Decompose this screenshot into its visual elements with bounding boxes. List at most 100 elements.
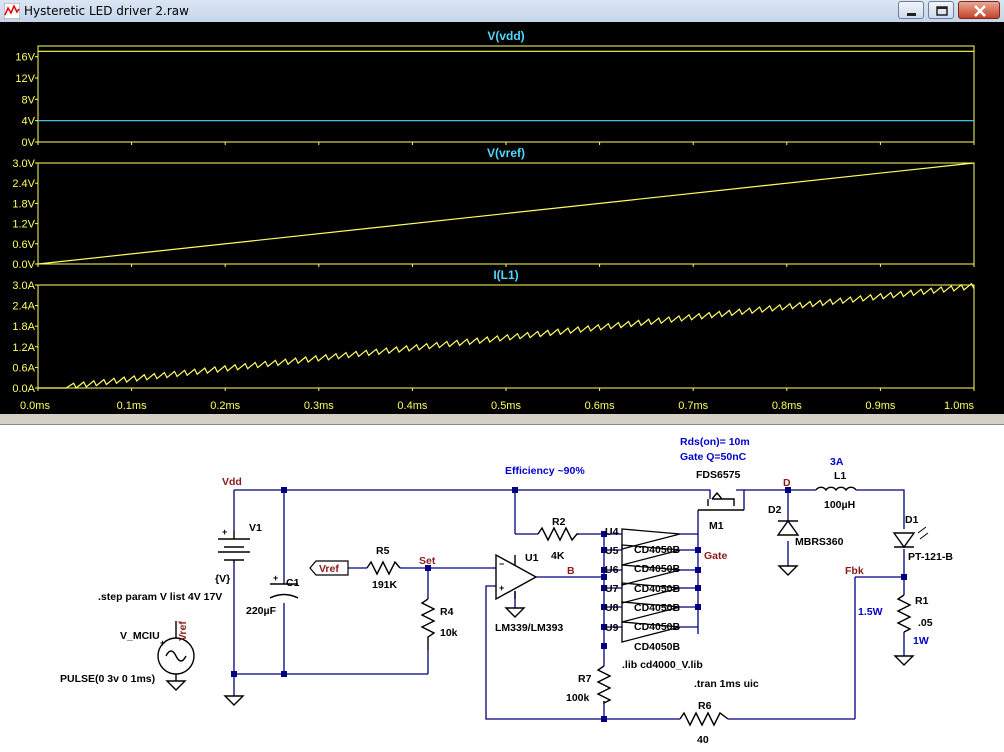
tran-directive: .tran 1ms uic xyxy=(694,678,759,690)
u5-ref: U5 xyxy=(605,545,619,557)
x-tick-label: 0.4ms xyxy=(397,400,427,412)
net-label-vdd: Vdd xyxy=(222,476,242,488)
vmciu-ref: V_MCIU xyxy=(120,630,160,642)
waveform-app-icon xyxy=(4,3,20,19)
polarity-plus: + xyxy=(499,583,504,593)
u4-ref: U4 xyxy=(605,526,619,538)
u6-ref: U6 xyxy=(605,564,619,576)
waveform-plot[interactable]: V(vdd)16V12V8V4V0VV(vref)3.0V2.4V1.8V1.2… xyxy=(0,22,1004,414)
buffer-label: CD4050B xyxy=(634,641,681,653)
junction-dots xyxy=(231,487,907,722)
x-tick-label: 0.3ms xyxy=(304,400,334,412)
resistor-r6-symbol[interactable] xyxy=(679,711,729,727)
r5-value: 191K xyxy=(372,579,398,591)
maximize-button[interactable] xyxy=(928,1,954,19)
pulse-source-symbol[interactable] xyxy=(157,621,195,681)
comparator-u1-symbol[interactable] xyxy=(495,553,538,601)
x-tick-label: 0.6ms xyxy=(585,400,615,412)
window-title: Hysteretic LED driver 2.raw xyxy=(24,4,189,18)
u7-ref: U7 xyxy=(605,583,619,595)
trace-label[interactable]: V(vref) xyxy=(487,146,525,160)
ground-symbols xyxy=(165,565,915,706)
r2-value: 4K xyxy=(551,550,565,562)
y-tick-label: 0V xyxy=(22,137,36,149)
y-tick-label: 4V xyxy=(22,116,36,128)
vmciu-value: PULSE(0 3v 0 1ms) xyxy=(60,673,155,685)
d2-value: MBRS360 xyxy=(795,536,844,548)
u1-ref: U1 xyxy=(525,552,539,564)
r7-ref: R7 xyxy=(578,673,592,685)
resistor-r2-symbol[interactable] xyxy=(537,526,579,542)
y-tick-label: 1.8A xyxy=(12,321,35,333)
y-tick-label: 2.4A xyxy=(12,301,35,313)
resistor-r4-symbol[interactable] xyxy=(420,598,436,650)
u1-value: LM339/LM393 xyxy=(495,622,563,634)
polarity-plus: + xyxy=(222,527,227,537)
schematic-window[interactable]: Vdd Set B Gate D Fbk Vref Vref Efficienc… xyxy=(0,424,1004,747)
v1-ref: V1 xyxy=(249,522,262,534)
y-tick-label: 16V xyxy=(15,52,35,64)
vref-net-rotated: Vref xyxy=(177,621,189,641)
y-tick-label: 8V xyxy=(22,94,36,106)
buffer-symbols[interactable] xyxy=(621,528,681,643)
y-tick-label: 0.0V xyxy=(12,259,35,271)
m1-value: FDS6575 xyxy=(696,469,741,481)
buffer-label: CD4050B xyxy=(634,602,681,614)
vref-port-flag[interactable] xyxy=(309,560,349,576)
c1-value: 220µF xyxy=(246,605,277,617)
led-d1-symbol[interactable] xyxy=(892,526,929,549)
minimize-button[interactable] xyxy=(898,1,924,19)
trace-line[interactable] xyxy=(37,162,975,265)
y-tick-label: 0.0A xyxy=(12,383,35,395)
trace-label[interactable]: I(L1) xyxy=(493,268,518,282)
battery-v1-symbol[interactable] xyxy=(218,531,250,563)
resistor-r7-symbol[interactable] xyxy=(596,665,612,705)
buffer-label: CD4050B xyxy=(634,563,681,575)
resistor-r1-symbol[interactable] xyxy=(896,594,912,633)
fbk-power-note: 1.5W xyxy=(858,606,883,618)
gateq-note: Gate Q=50nC xyxy=(680,451,747,463)
net-label-gate: Gate xyxy=(704,550,728,562)
y-tick-label: 0.6A xyxy=(12,362,35,374)
r1-value: .05 xyxy=(918,617,933,629)
y-tick-label: 0.6V xyxy=(12,239,35,251)
buffer-label: CD4050B xyxy=(634,621,681,633)
d1-ref: D1 xyxy=(905,514,919,526)
close-icon xyxy=(974,5,986,17)
restore-icon xyxy=(936,6,948,16)
r7-value: 100k xyxy=(566,692,590,704)
capacitor-c1-symbol[interactable] xyxy=(269,583,299,599)
net-label-d: D xyxy=(783,477,791,489)
y-tick-label: 3.0A xyxy=(12,280,35,292)
net-label-b: B xyxy=(567,565,575,577)
y-tick-label: 12V xyxy=(15,73,35,85)
diode-d2-symbol[interactable] xyxy=(776,519,800,536)
r4-ref: R4 xyxy=(440,606,454,618)
y-tick-label: 3.0V xyxy=(12,158,35,170)
mosfet-m1-symbol[interactable] xyxy=(698,491,744,511)
efficiency-note: Efficiency ~90% xyxy=(505,465,585,477)
l1-value: 100µH xyxy=(824,499,855,511)
close-button[interactable] xyxy=(958,1,1000,19)
inductor-l1-symbol[interactable] xyxy=(815,486,857,492)
r2-ref: R2 xyxy=(552,516,566,528)
x-tick-label: 0.7ms xyxy=(678,400,708,412)
lib-directive: .lib cd4000_V.lib xyxy=(622,659,703,671)
y-tick-label: 1.2V xyxy=(12,219,35,231)
m1-ref: M1 xyxy=(709,520,724,532)
x-tick-label: 0.2ms xyxy=(210,400,240,412)
trace-line[interactable] xyxy=(38,282,975,389)
r4-value: 10k xyxy=(440,627,458,639)
l1-ref: L1 xyxy=(834,470,846,482)
trace-label[interactable]: V(vdd) xyxy=(487,29,524,43)
resistor-r5-symbol[interactable] xyxy=(366,560,401,576)
c1-ref: C1 xyxy=(286,577,300,589)
current-note: 3A xyxy=(830,456,844,468)
u8-ref: U8 xyxy=(605,602,619,614)
y-tick-label: 2.4V xyxy=(12,178,35,190)
u9-ref: U9 xyxy=(605,622,619,634)
x-tick-label: 0.5ms xyxy=(491,400,521,412)
schematic-canvas[interactable]: Vdd Set B Gate D Fbk Vref Vref Efficienc… xyxy=(0,425,1004,747)
rds-note: Rds(on)= 10m xyxy=(680,436,750,448)
